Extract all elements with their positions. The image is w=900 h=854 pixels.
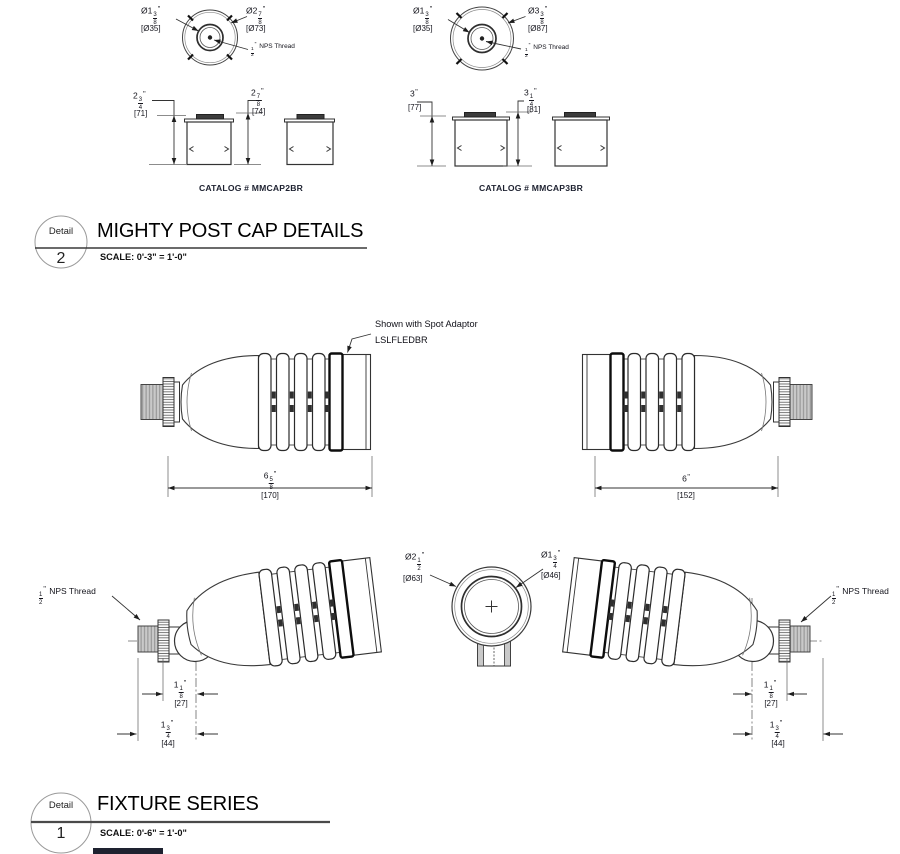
cap2-height2-mm: [74]: [252, 107, 266, 116]
detail2-title-block: [34, 215, 367, 269]
fixture-side-left: [141, 333, 373, 497]
detail2-title: MIGHTY POST CAP DETAILS: [97, 220, 364, 242]
cap2-catalog-number: CATALOG # MMCAP2BR: [198, 183, 304, 193]
cap2-side-view: [149, 100, 335, 166]
detail2-badge-label: Detail: [48, 226, 74, 237]
fixture-right-length-mm: [152]: [677, 491, 695, 500]
front-inner-dia-mm: [Ø46]: [541, 571, 561, 580]
cap3-height1-mm: [77]: [408, 103, 422, 112]
detail1-badge-label: Detail: [48, 800, 74, 811]
stem-dim-a-right-mm: [27]: [764, 699, 778, 708]
cap3-inner-dia-mm: [Ø35]: [413, 24, 433, 33]
spot-adaptor-note-line2: LSLFLEDBR: [375, 335, 428, 345]
detail1-title: FIXTURE SERIES: [97, 793, 259, 815]
fixture-side-right: [583, 354, 813, 497]
cap2-outer-dia-mm: [Ø73]: [246, 24, 266, 33]
cap2-inner-dia-mm: [Ø35]: [141, 24, 161, 33]
cap2-top-view: [175, 9, 249, 66]
detail1-scale: SCALE: 0'-6" = 1'-0": [100, 828, 187, 838]
stem-dim-b-left-mm: [44]: [161, 739, 175, 748]
stem-dim-b-right-mm: [44]: [771, 739, 785, 748]
cap3-height2-mm: [81]: [527, 105, 541, 114]
detail1-number: 1: [56, 825, 66, 842]
fixture-angled-right: [561, 555, 843, 741]
detail1-title-block: [30, 792, 330, 854]
spot-adaptor-note-line1: Shown with Spot Adaptor: [375, 319, 478, 329]
fixture-front-view: [429, 566, 544, 667]
bottom-clipped-bar: [93, 848, 163, 854]
stem-dim-a-left-mm: [27]: [174, 699, 188, 708]
fixture-left-length-mm: [170]: [261, 491, 279, 500]
cap3-height1-label: 3": [410, 88, 418, 99]
fixture-right-length-label: 6": [682, 473, 690, 484]
detail2-scale: SCALE: 0'-3" = 1'-0": [100, 252, 187, 262]
cap2-height1-mm: [71]: [134, 109, 148, 118]
cap3-top-view: [447, 6, 526, 71]
cap3-outer-dia-mm: [Ø87]: [528, 24, 548, 33]
detail2-number: 2: [56, 250, 66, 267]
fixture-angled-left: [111, 555, 383, 741]
cap3-side-view: [417, 100, 610, 167]
cap3-catalog-number: CATALOG # MMCAP3BR: [478, 183, 584, 193]
front-outer-dia-mm: [Ø63]: [403, 574, 423, 583]
